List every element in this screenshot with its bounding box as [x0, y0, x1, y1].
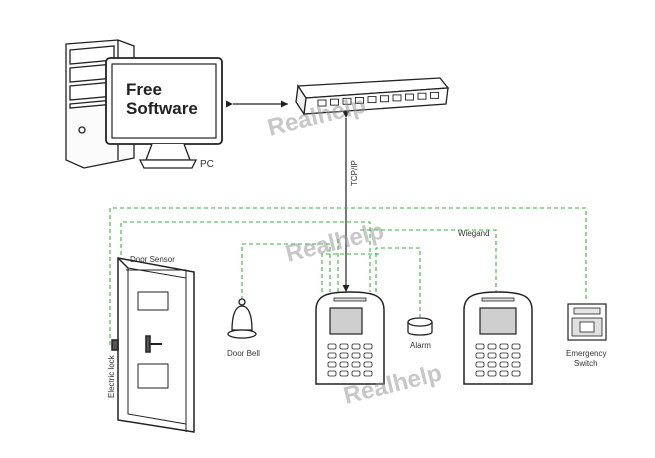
keypad-key [475, 352, 485, 359]
keypad-key [499, 361, 509, 368]
keypad-key [327, 361, 337, 368]
keypad-key [511, 370, 521, 377]
keypad-key [511, 352, 521, 359]
keypad-key [475, 343, 485, 350]
emergency-label-line1: Emergency [566, 349, 606, 358]
keypad-key [339, 343, 349, 350]
door-bell-icon [227, 298, 257, 339]
keypad-key [487, 370, 497, 377]
keypad-key [339, 361, 349, 368]
keypad-key [363, 370, 373, 377]
alarm-icon [407, 317, 433, 336]
door-bell-label: Door Bell [227, 349, 260, 358]
keypad-key [363, 361, 373, 368]
keypad-key [511, 343, 521, 350]
keypad-key [351, 343, 361, 350]
switch-port [392, 94, 402, 102]
keypad-key [487, 361, 497, 368]
keypad-key [511, 361, 521, 368]
keypad-key [499, 352, 509, 359]
switch-port [317, 99, 327, 107]
keypad-key [339, 352, 349, 359]
switch-port [330, 98, 339, 106]
emergency-label-line2: Switch [574, 359, 598, 368]
door-icon [111, 257, 195, 433]
emergency-switch-icon [567, 303, 607, 341]
keypad-key [351, 352, 361, 359]
keypad-key [327, 370, 337, 377]
keypad-key [351, 361, 361, 368]
keypad-key [363, 352, 373, 359]
pc-label: PC [200, 159, 214, 170]
switch-port [417, 92, 427, 100]
switch-port [430, 91, 439, 99]
reader-main-icon [315, 291, 385, 385]
keypad-key [363, 343, 373, 350]
electric-lock-label: Electric lock [107, 354, 116, 398]
screen-text-free: Free [126, 80, 162, 99]
keypad-key [475, 370, 485, 377]
door-sensor-label: Door Sensor [130, 255, 175, 264]
alarm-label: Alarm [410, 341, 431, 350]
wiring [109, 207, 587, 345]
keypad-key [475, 361, 485, 368]
wiegand-label: Wiegand [458, 229, 490, 238]
keypad-key [351, 370, 361, 377]
switch-port [355, 96, 364, 104]
keypad-key [499, 370, 509, 377]
tcpip-label: TCP/IP [350, 160, 359, 186]
keypad-key [339, 370, 349, 377]
watermark-middle: Realhelp [283, 217, 387, 267]
keypad-key [327, 343, 337, 350]
pc-monitor: Free Software [105, 57, 223, 169]
keypad-key [327, 352, 337, 359]
switch-port [342, 97, 352, 105]
keypad-key [487, 343, 497, 350]
switch-port [405, 93, 414, 101]
keypad-key [487, 352, 497, 359]
switch-port [367, 96, 377, 104]
switch-port [380, 95, 389, 103]
keypad-key [499, 343, 509, 350]
reader-secondary-icon [463, 291, 533, 385]
screen-text-software: Software [126, 99, 198, 118]
network-switch-icon [295, 77, 450, 116]
